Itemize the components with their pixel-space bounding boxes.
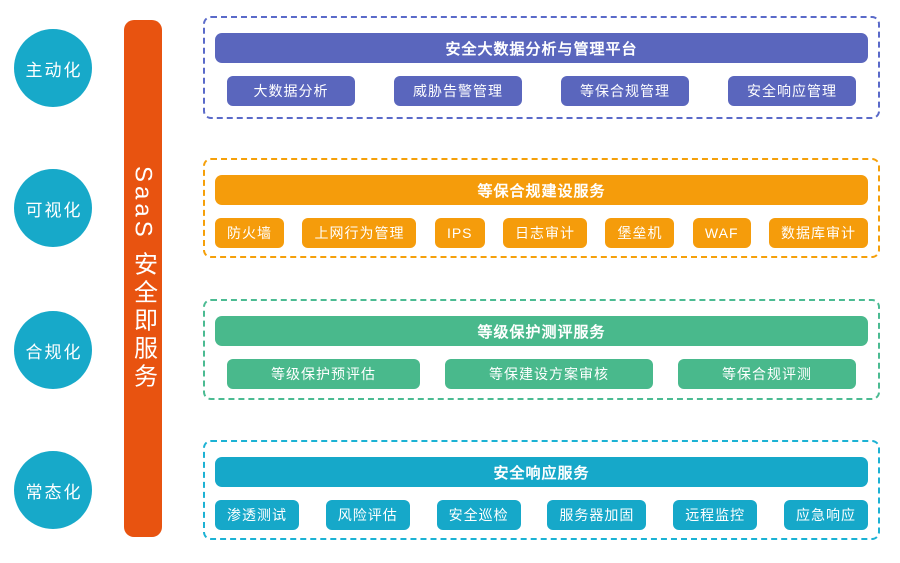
service-chip: 等保合规管理 [561, 76, 689, 106]
service-chip: 服务器加固 [547, 500, 647, 530]
service-chip: 安全巡检 [436, 500, 521, 530]
service-chip: 大数据分析 [227, 76, 355, 106]
panel-platform-title: 安全大数据分析与管理平台 [215, 33, 868, 63]
feature-circle-proactive: 主动化 [14, 29, 92, 107]
service-chip: 等级保护预评估 [227, 359, 420, 389]
panel-response-items: 渗透测试 风险评估 安全巡检 服务器加固 远程监控 应急响应 [215, 500, 868, 530]
service-chip: 堡垒机 [605, 218, 675, 248]
panel-response: 安全响应服务 渗透测试 风险评估 安全巡检 服务器加固 远程监控 应急响应 [203, 440, 880, 540]
panel-compliance-build-title: 等保合规建设服务 [215, 175, 868, 205]
service-chip: 安全响应管理 [728, 76, 856, 106]
saas-vertical-bar: SaaS 安全即服务 [124, 20, 162, 537]
feature-circle-normalized: 常态化 [14, 451, 92, 529]
service-chip: 等保建设方案审核 [445, 359, 653, 389]
service-chip: IPS [434, 218, 485, 248]
service-chip: 应急响应 [783, 500, 868, 530]
panel-evaluation-items: 等级保护预评估 等保建设方案审核 等保合规评测 [227, 359, 856, 389]
panel-evaluation: 等级保护测评服务 等级保护预评估 等保建设方案审核 等保合规评测 [203, 299, 880, 400]
feature-circle-visible: 可视化 [14, 169, 92, 247]
panel-response-title: 安全响应服务 [215, 457, 868, 487]
feature-circle-compliant: 合规化 [14, 311, 92, 389]
panel-platform: 安全大数据分析与管理平台 大数据分析 威胁告警管理 等保合规管理 安全响应管理 [203, 16, 880, 119]
service-chip: 等保合规评测 [678, 359, 856, 389]
feature-circle-label: 主动化 [25, 60, 83, 80]
service-chip: 数据库审计 [768, 218, 868, 248]
panel-evaluation-title: 等级保护测评服务 [215, 316, 868, 346]
panel-compliance-build: 等保合规建设服务 防火墙 上网行为管理 IPS 日志审计 堡垒机 WAF 数据库… [203, 158, 880, 258]
service-chip: 风险评估 [325, 500, 410, 530]
panel-compliance-build-items: 防火墙 上网行为管理 IPS 日志审计 堡垒机 WAF 数据库审计 [215, 218, 868, 248]
service-chip: 防火墙 [215, 218, 284, 248]
feature-circle-label: 可视化 [25, 200, 83, 220]
feature-circle-label: 合规化 [25, 342, 83, 362]
service-chip: 日志审计 [502, 218, 587, 248]
panel-platform-items: 大数据分析 威胁告警管理 等保合规管理 安全响应管理 [227, 76, 856, 106]
saas-bar-label: SaaS 安全即服务 [129, 165, 157, 392]
service-chip: 威胁告警管理 [394, 76, 522, 106]
service-chip: WAF [692, 218, 751, 248]
service-chip: 上网行为管理 [302, 218, 417, 248]
feature-circle-label: 常态化 [25, 482, 83, 502]
service-chip: 渗透测试 [215, 500, 299, 530]
service-chip: 远程监控 [673, 500, 758, 530]
